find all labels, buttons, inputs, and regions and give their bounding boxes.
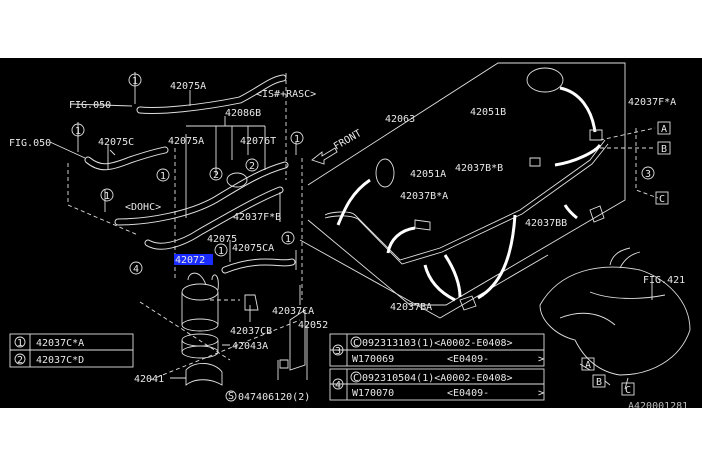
- diagram-text: >: [538, 388, 544, 399]
- hose-lines: [84, 74, 296, 274]
- label-42052: 42052: [298, 320, 328, 331]
- fastener-table: 3 C 092313103(1)<A0002-E0408> W170069 <E…: [329, 333, 545, 401]
- label-42037B-B: 42037B*B: [455, 163, 503, 174]
- callout-circles: 1 1 1 1 1 1 1 2 2 4 3: [71, 73, 655, 275]
- label-fig050: FIG.050: [9, 138, 51, 149]
- callout-1: 1: [104, 191, 110, 202]
- callout-2: 2: [213, 170, 219, 181]
- callout-3: 3: [645, 169, 651, 180]
- front-arrow: FRONT: [311, 128, 364, 165]
- label-fig421: FIG.421: [643, 275, 685, 286]
- label-42075: 42075: [207, 234, 237, 245]
- label-42063: 42063: [385, 114, 415, 125]
- legend-part-2: 42037C*D: [36, 355, 84, 366]
- callout-1: 1: [294, 134, 300, 145]
- label-42075A: 42075A: [168, 136, 204, 147]
- callout-1: 1: [132, 76, 138, 87]
- label-fig050: FIG.050: [69, 100, 111, 111]
- label-42037F-B: 42037F*B: [233, 212, 281, 223]
- tank-outline: [299, 62, 691, 390]
- fuel-system-drawing: FRONT 1 1 1 1 1 1 1 2 2 4 3 42075A <IS#+…: [9, 62, 691, 412]
- diagram-text: <E0409-: [447, 354, 489, 365]
- label-42075CA: 42075CA: [232, 243, 274, 254]
- callout-4: 4: [133, 264, 139, 275]
- legend-table: 1 42037C*A 2 42037C*D: [9, 333, 134, 368]
- label-42037CA: 42037CA: [272, 306, 314, 317]
- diagram-text: 2: [17, 355, 23, 366]
- diagram-id: A420001281: [628, 401, 688, 408]
- diagram-text: >: [538, 354, 544, 365]
- callout-1: 1: [285, 234, 291, 245]
- legend-part-1: 42037C*A: [36, 338, 84, 349]
- dashed-boundaries: [67, 73, 659, 381]
- label-bolt: 047406120(2): [238, 392, 310, 403]
- callout-1: 1: [160, 171, 166, 182]
- label-42043A: 42043A: [232, 341, 268, 352]
- front-label: FRONT: [332, 128, 364, 153]
- label-42075C: 42075C: [98, 137, 134, 148]
- diagram-text: C: [353, 373, 359, 384]
- label-42051A: 42051A: [410, 169, 446, 180]
- callout-2: 2: [249, 161, 255, 172]
- ref-a: A: [661, 124, 667, 135]
- label-42037CB: 42037CB: [230, 326, 272, 337]
- table-row-4-part: 092310504(1)<A0002-E0408>: [362, 373, 513, 384]
- diagram-text: 4: [335, 380, 341, 391]
- label-42076T: 42076T: [240, 136, 276, 147]
- diagram-text: <E0409-: [447, 388, 489, 399]
- label-42075A: 42075A: [170, 81, 206, 92]
- fuel-filter: [181, 172, 306, 386]
- tank-ref-a: A: [585, 360, 591, 371]
- tank-ref-b: B: [596, 377, 602, 388]
- ref-b: B: [661, 144, 667, 155]
- label-42037B-A: 42037B*A: [400, 191, 448, 202]
- label-42037BA: 42037BA: [390, 302, 432, 313]
- table-row-3-part: 092313103(1)<A0002-E0408>: [362, 338, 513, 349]
- tank-ref-c: C: [625, 385, 631, 396]
- label-is-rasc: <IS#+RASC>: [256, 89, 316, 100]
- diagram-text: W170070: [352, 388, 394, 399]
- label-42051B: 42051B: [470, 107, 506, 118]
- label-42086B: 42086B: [225, 108, 261, 119]
- label-42037F-A: 42037F*A: [628, 97, 676, 108]
- parts-diagram: FRONT 1 1 1 1 1 1 1 2 2 4 3 42075A <IS#+…: [0, 58, 702, 412]
- diagram-text: C: [353, 338, 359, 349]
- leader-lines: [49, 72, 308, 380]
- diagram-text: 3: [335, 346, 341, 357]
- label-42041: 42041: [134, 374, 164, 385]
- diagram-text: 1: [17, 338, 23, 349]
- callout-1: 1: [218, 246, 224, 257]
- diagram-text: W170069: [352, 354, 394, 365]
- label-dohc: <DOHC>: [125, 202, 161, 213]
- bolt-mark: S: [228, 391, 234, 402]
- label-42037BB: 42037BB: [525, 218, 567, 229]
- callout-1: 1: [75, 126, 81, 137]
- label-42072-highlighted[interactable]: 42072: [175, 255, 205, 266]
- ref-c: C: [659, 194, 665, 205]
- part-labels: 42075A <IS#+RASC> FIG.050 42086B FIG.050…: [9, 81, 688, 412]
